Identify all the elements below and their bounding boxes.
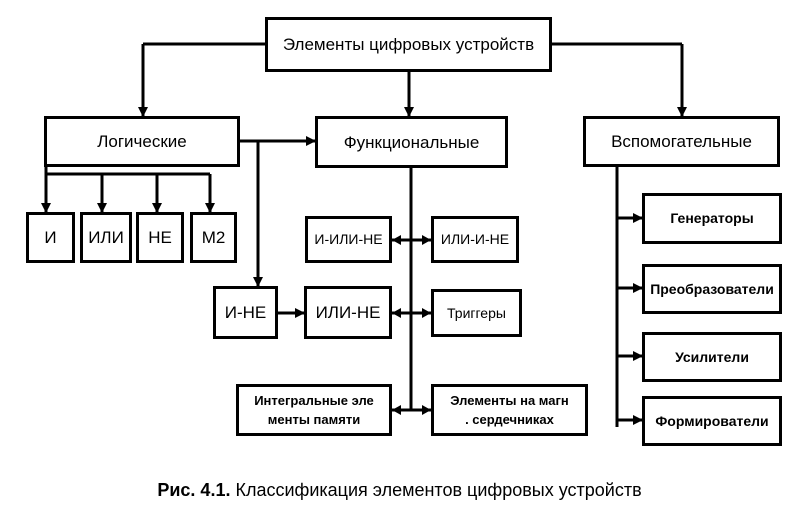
functional-item-triggers: Триггеры [431,289,522,337]
category-logical: Логические [44,116,240,167]
auxiliary-item-converters: Преобразователи [642,264,782,314]
functional-item-and-or-not: И-ИЛИ-НЕ [305,216,392,263]
logical-item-m2: М2 [190,212,237,263]
logical-item-not-label: НЕ [148,228,172,247]
auxiliary-item-amplifiers: Усилители [642,332,782,382]
auxiliary-item-generators-label: Генераторы [670,210,754,226]
auxiliary-item-shapers-label: Формирователи [655,412,769,429]
auxiliary-item-amplifiers-label: Усилители [675,348,749,365]
category-auxiliary: Вспомогательные [583,116,780,167]
functional-item-magnetic-cores: Элементы на магн . сердечниках [431,384,588,436]
category-functional-label: Функциональные [343,132,480,152]
figure-caption-label: Рис. 4.1. [157,480,231,500]
logical-item-or: ИЛИ [80,212,132,263]
functional-item-and-not-label: И-НЕ [224,303,267,322]
logical-item-not: НЕ [136,212,184,263]
figure-caption: Рис. 4.1. Классификация элементов цифров… [0,480,799,501]
functional-item-integrated-memory-line1: Интегральные эле [254,393,374,408]
logical-item-or-label: ИЛИ [88,228,124,247]
functional-item-magnetic-cores-line1: Элементы на магн [450,393,569,408]
functional-item-or-not-label: ИЛИ-НЕ [315,303,381,322]
auxiliary-item-converters-label: Преобразователи [650,280,774,297]
auxiliary-item-generators: Генераторы [642,193,782,244]
category-logical-label: Логические [97,132,187,151]
functional-item-integrated-memory: Интегральные эле менты памяти [236,384,392,436]
functional-item-or-and-not-label: ИЛИ-И-НЕ [440,231,510,247]
functional-item-integrated-memory-line2: менты памяти [267,412,361,427]
logical-item-and-label: И [44,228,57,247]
logical-item-and: И [26,212,75,263]
category-auxiliary-label: Вспомогательные [611,132,752,151]
functional-item-and-not: И-НЕ [213,286,278,339]
functional-item-magnetic-cores-line2: . сердечниках [465,412,554,427]
root-node-label: Элементы цифровых устройств [282,35,535,54]
functional-item-and-or-not-label: И-ИЛИ-НЕ [314,231,383,247]
figure-caption-text: Классификация элементов цифровых устройс… [235,480,642,500]
root-node: Элементы цифровых устройств [265,17,552,72]
category-functional: Функциональные [315,116,508,168]
functional-item-triggers-label: Триггеры [447,304,506,321]
functional-item-or-not: ИЛИ-НЕ [304,286,392,339]
auxiliary-item-shapers: Формирователи [642,396,782,446]
functional-item-or-and-not: ИЛИ-И-НЕ [431,216,519,263]
logical-item-m2-label: М2 [201,228,226,247]
